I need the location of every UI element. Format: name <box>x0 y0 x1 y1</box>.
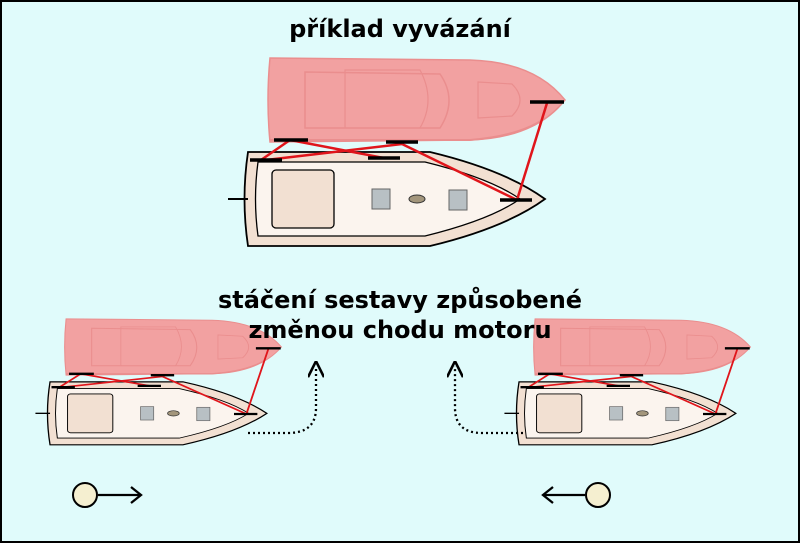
diagram-title: příklad vyvázání <box>289 15 511 43</box>
turn-arrow-icon <box>455 366 523 435</box>
propeller-ahead-icon <box>72 482 143 508</box>
subtitle-line-2: změnou chodu motoru <box>248 316 552 344</box>
propeller-astern-icon <box>541 482 611 508</box>
turn-arrow-icon <box>248 366 316 435</box>
subtitle-line-1: stáčení sestavy způsobené <box>217 286 583 314</box>
